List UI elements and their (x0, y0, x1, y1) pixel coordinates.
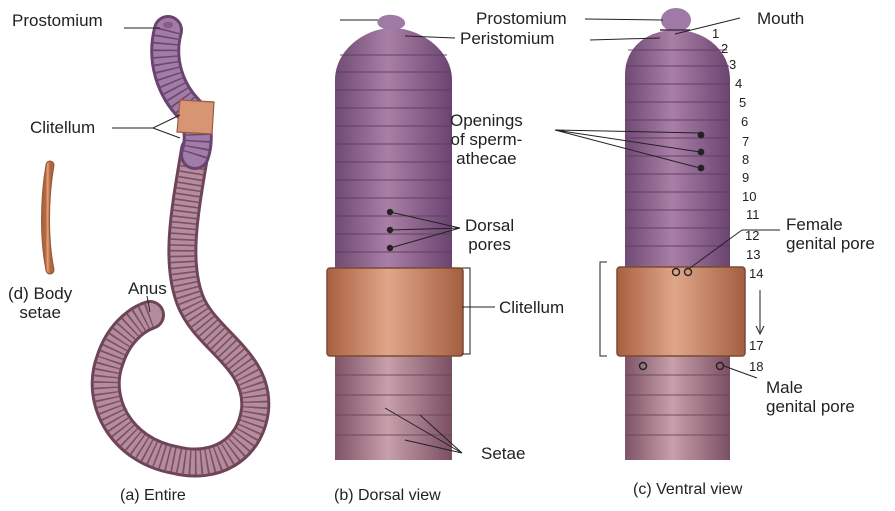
segment-number: 8 (742, 153, 749, 167)
segment-number: 5 (739, 96, 746, 110)
segment-number: 12 (745, 229, 759, 243)
segment-number: 18 (749, 360, 763, 374)
label-female-genital-pore: Female genital pore (786, 215, 875, 253)
segment-number: 13 (746, 248, 760, 262)
label-sperm-openings: Openings of sperm- athecae (450, 111, 523, 168)
label-clitellum-b: Clitellum (499, 298, 564, 317)
segment-number: 1 (712, 27, 719, 41)
entire-worm (106, 22, 256, 463)
label-prostomium-b: Prostomium (476, 9, 567, 28)
segment-number: 2 (721, 42, 728, 56)
dorsal-view-worm (327, 15, 463, 460)
segment-number: 4 (735, 77, 742, 91)
label-clitellum-a: Clitellum (30, 118, 95, 137)
segment-number: 14 (749, 267, 763, 281)
segment-number: 9 (742, 171, 749, 185)
segment-number: 10 (742, 190, 756, 204)
caption-dorsal: (b) Dorsal view (334, 487, 441, 505)
label-body-setae: (d) Body setae (8, 284, 72, 322)
segment-number: 6 (741, 115, 748, 129)
caption-ventral: (c) Ventral view (633, 481, 742, 499)
label-setae: Setae (481, 444, 525, 463)
segment-number: 17 (749, 339, 763, 353)
label-peristomium: Peristomium (460, 29, 554, 48)
segment-number: 7 (742, 135, 749, 149)
label-anus: Anus (128, 279, 167, 298)
segment-number: 11 (746, 208, 760, 222)
label-mouth: Mouth (757, 9, 804, 28)
caption-entire: (a) Entire (120, 487, 186, 505)
label-dorsal-pores: Dorsal pores (465, 216, 514, 254)
label-male-genital-pore: Male genital pore (766, 378, 855, 416)
segment-number: 3 (729, 58, 736, 72)
label-prostomium-a: Prostomium (12, 11, 103, 30)
ventral-view-worm (617, 8, 745, 460)
